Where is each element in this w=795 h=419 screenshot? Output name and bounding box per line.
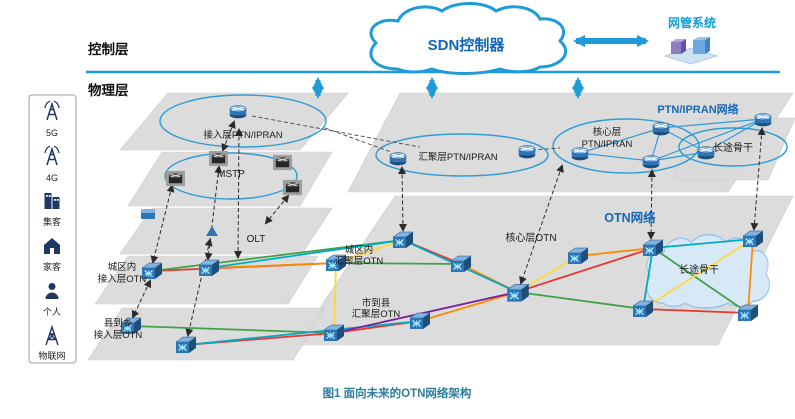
- otn-rainbow-links: [130, 238, 754, 346]
- sidebar-item-enterprise-label: 集客: [43, 216, 61, 227]
- plane-ptn-access: [119, 92, 349, 151]
- mstp-node-icon: [166, 170, 185, 187]
- access-type-sidebar: 5G 4G 集客 家客 个人 物联网: [28, 94, 77, 364]
- sidebar-item-4g-label: 4G: [46, 173, 58, 183]
- nms-label: 网管系统: [668, 15, 716, 30]
- otn-network-label: OTN网络: [604, 210, 656, 225]
- iot-tower-icon: [45, 324, 59, 346]
- otn-core-label: 核心层OTN: [505, 231, 556, 244]
- otn-metro-agg-label-line2: 汇聚层OTN: [335, 256, 384, 267]
- interlayer-dashed-arrows: [131, 120, 766, 337]
- ptn-aggregation-ring: [375, 133, 549, 177]
- ptn-access-label: 接入层PTN/IPRAN: [203, 129, 282, 141]
- office-building-icon: [44, 193, 60, 209]
- sidebar-frame: [28, 94, 77, 364]
- ptn-network-label: PTN/IPRAN网络: [657, 102, 738, 116]
- otn-county-access-label-line2: 接入层OTN: [94, 329, 143, 341]
- otn-county-agg-label-line2: 汇聚层OTN: [352, 309, 401, 320]
- sidebar-item-iot-label: 物联网: [38, 350, 65, 361]
- ptn-core-label-line2: PTN/IPRAN: [582, 139, 633, 150]
- ptn-aggregation-label: 汇聚层PTN/IPRAN: [418, 152, 497, 163]
- otn-backbone-label: 长途骨干: [679, 263, 719, 276]
- ptn-agg-router-icon: [518, 144, 536, 159]
- ptn-backbone-router-icon: [754, 112, 772, 127]
- ptn-core-label-line1: 核心层: [593, 126, 622, 138]
- nms-server-icon: [663, 37, 719, 65]
- ptn-backbone-label: 长途骨干: [713, 141, 753, 154]
- mstp-node-icon: [273, 154, 292, 171]
- mstp-node-icon: [209, 150, 228, 167]
- sidebar-item-personal-label: 个人: [43, 307, 61, 317]
- ptn-agg-router-icon: [389, 151, 407, 166]
- olt-label: OLT: [247, 234, 266, 245]
- antenna-4g-icon: [44, 145, 60, 166]
- ptn-core-router-icon: [652, 121, 670, 136]
- person-icon: [45, 283, 59, 299]
- ptn-dashed-links: [251, 115, 561, 153]
- physical-layer-label: 物理层: [88, 82, 129, 98]
- otn-county-access-label-line1: 县到乡: [104, 317, 133, 329]
- ptn-backbone-router-icon: [697, 145, 715, 160]
- planes: [87, 92, 795, 361]
- olt-device-icon: [141, 209, 155, 219]
- otn-metro-agg-label-line1: 城区内: [345, 244, 374, 256]
- ptn-access-ring: [159, 94, 327, 148]
- otn-metro-access-label-line2: 接入层OTN: [98, 273, 147, 285]
- sdn-controller-label: SDN控制器: [428, 36, 506, 54]
- figure-caption: 图1 面向未来的OTN网络架构: [323, 386, 472, 400]
- mstp-node-icon: [283, 179, 302, 196]
- ptn-access-router-icon: [229, 104, 247, 119]
- control-layer-label: 控制层: [88, 41, 129, 57]
- ptn-backbone-ring: [678, 127, 788, 167]
- otn-county-agg-label-line1: 市到县: [362, 297, 391, 309]
- sdn-cloud: [369, 2, 568, 75]
- ptn-core-ring: [552, 118, 700, 174]
- mstp-label: MSTP: [217, 169, 245, 180]
- antenna-5g-icon: [44, 100, 60, 121]
- house-icon: [44, 238, 60, 254]
- mstp-ring: [164, 152, 298, 200]
- control-flow-arrows: [312, 35, 649, 99]
- ptn-core-router-icon: [642, 154, 660, 169]
- otn-metro-access-label-line1: 城区内: [108, 261, 137, 273]
- sidebar-item-5g-label: 5G: [46, 128, 58, 138]
- sidebar-item-home-label: 家客: [43, 261, 61, 272]
